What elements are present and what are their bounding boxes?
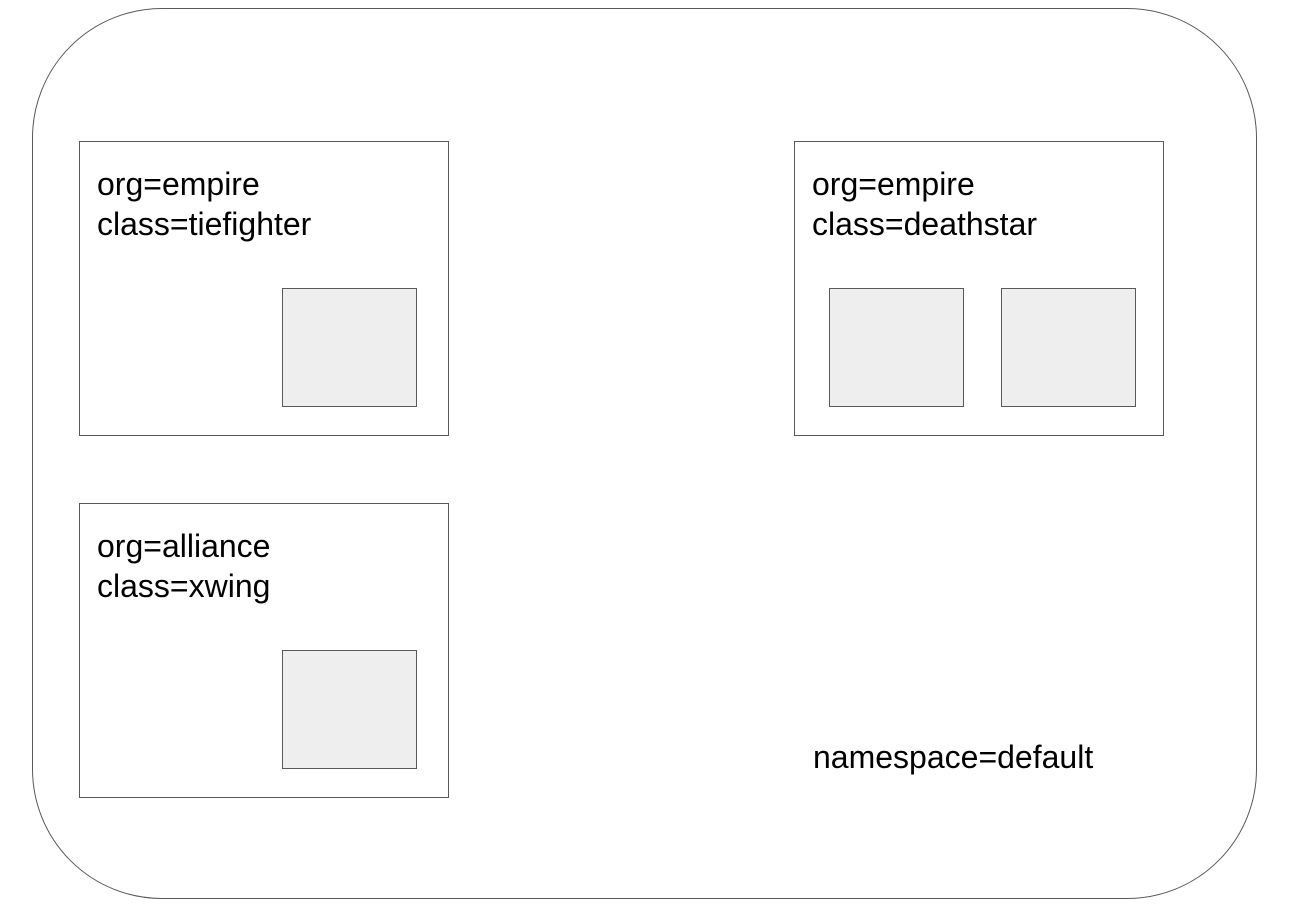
group-deathstar: org=empire class=deathstar <box>794 141 1164 436</box>
org-label: org=alliance <box>97 528 271 564</box>
pod-box <box>1001 288 1136 407</box>
org-label: org=empire <box>97 166 260 202</box>
group-labels: org=alliance class=xwing <box>97 526 270 606</box>
class-label: class=xwing <box>97 568 271 604</box>
group-tiefighter: org=empire class=tiefighter <box>79 141 449 436</box>
class-label: class=deathstar <box>812 206 1038 242</box>
pod-box <box>282 288 417 407</box>
class-label: class=tiefighter <box>97 206 312 242</box>
namespace-label: namespace=default <box>813 739 1094 775</box>
pod-box <box>282 650 417 769</box>
group-xwing: org=alliance class=xwing <box>79 503 449 798</box>
group-labels: org=empire class=deathstar <box>812 164 1037 244</box>
group-labels: org=empire class=tiefighter <box>97 164 311 244</box>
pod-box <box>829 288 964 407</box>
org-label: org=empire <box>812 166 975 202</box>
